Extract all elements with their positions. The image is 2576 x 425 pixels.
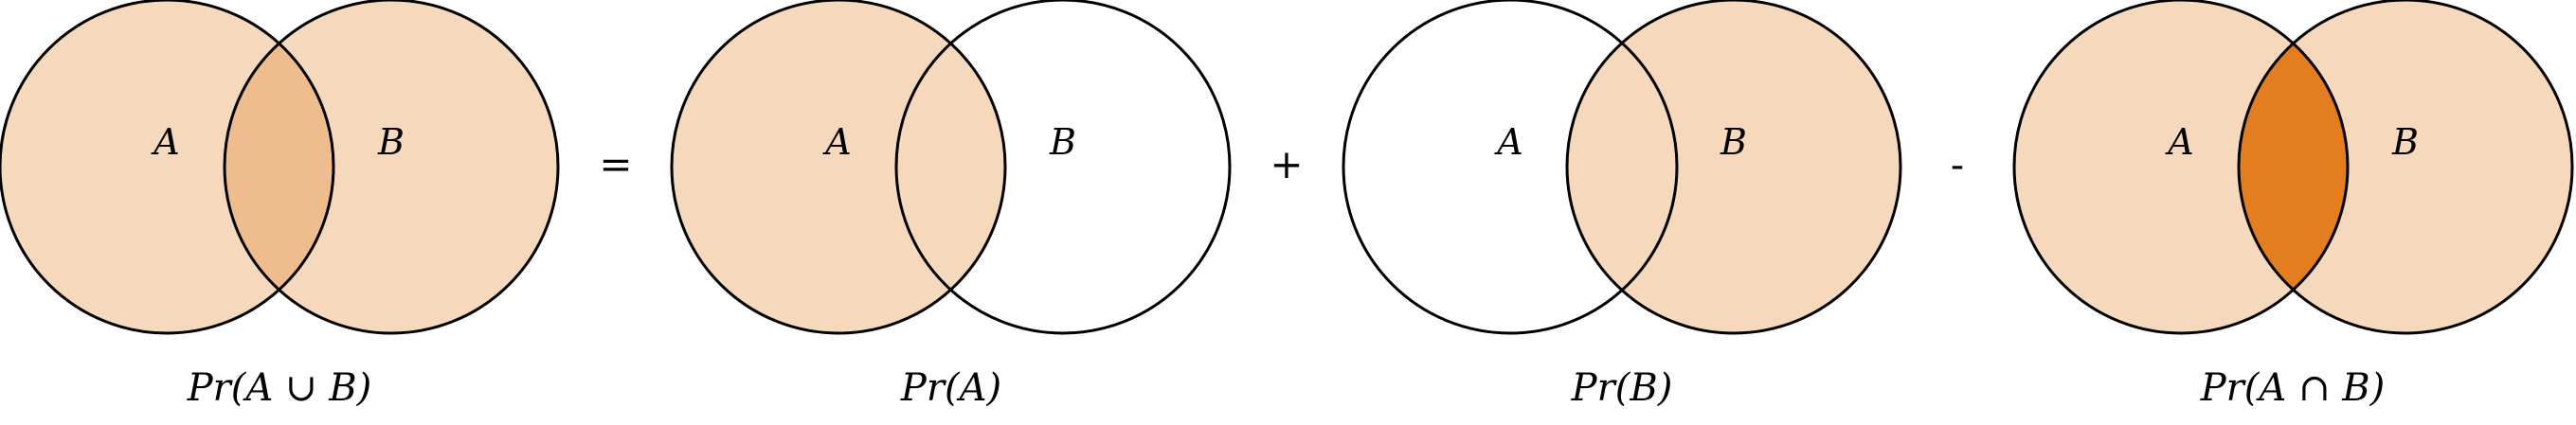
plus-operator: + bbox=[1270, 141, 1303, 187]
panel-union: A B Pr(A ∪ B) bbox=[0, 0, 560, 410]
set-label-b: B bbox=[1049, 121, 1076, 163]
set-label-b: B bbox=[2391, 121, 2419, 163]
minus-operator: - bbox=[1951, 141, 1964, 187]
set-label-a: A bbox=[151, 121, 179, 163]
circle-a-outline bbox=[2012, 0, 2350, 335]
circle-a-outline bbox=[0, 0, 335, 335]
panel-prob-a: A B Pr(A) bbox=[670, 0, 1232, 410]
set-label-a: A bbox=[822, 121, 851, 163]
circle-b-outline bbox=[894, 0, 1232, 335]
overlap-fill bbox=[225, 0, 333, 333]
caption-union: Pr(A ∪ B) bbox=[187, 366, 371, 410]
panel-prob-b: A B Pr(B) bbox=[1342, 0, 1902, 410]
circle-b-outline bbox=[1565, 0, 1902, 335]
circle-a-outline bbox=[670, 0, 1007, 335]
circle-b-outline bbox=[223, 0, 560, 335]
circle-a-fill bbox=[672, 0, 1005, 333]
circle-a-outline bbox=[1342, 0, 1679, 335]
set-label-b: B bbox=[377, 121, 405, 163]
panel-intersection: A B Pr(A ∩ B) bbox=[2012, 0, 2574, 410]
caption-intersection: Pr(A ∩ B) bbox=[2200, 366, 2385, 410]
circle-b-fill bbox=[1567, 0, 1900, 333]
set-label-a: A bbox=[1494, 121, 1522, 163]
caption-prob-b: Pr(B) bbox=[1571, 366, 1673, 410]
intersection-fill bbox=[2239, 0, 2348, 333]
circle-b-outline bbox=[2237, 0, 2574, 335]
caption-prob-a: Pr(A) bbox=[900, 366, 1001, 410]
equals-operator: = bbox=[599, 141, 632, 187]
set-label-a: A bbox=[2165, 121, 2193, 163]
set-label-b: B bbox=[1720, 121, 1747, 163]
